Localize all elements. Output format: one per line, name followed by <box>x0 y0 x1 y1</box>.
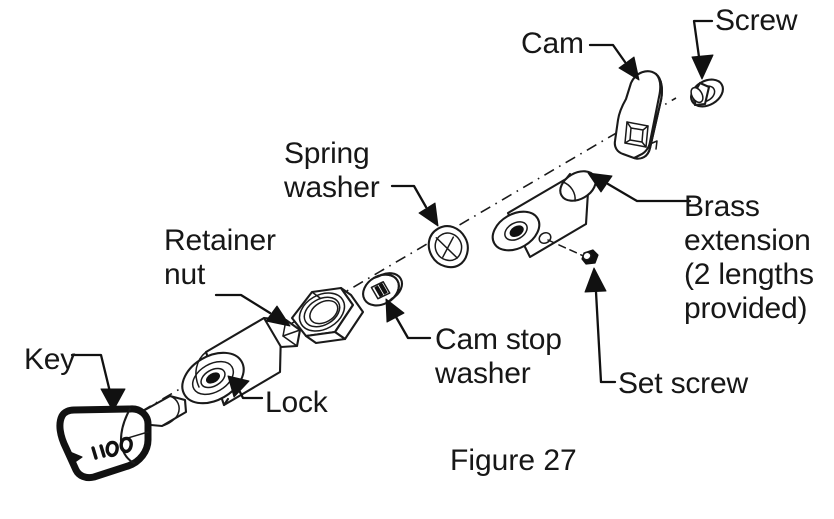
label-retainer-nut: Retainer nut <box>164 224 276 291</box>
label-lock: Lock <box>265 386 328 419</box>
leader-cam-stop-washer <box>385 298 432 340</box>
leader-retainer-nut <box>214 293 291 327</box>
leader-key <box>70 353 126 412</box>
leader-screw <box>691 19 714 80</box>
label-spring-washer: Spring washer <box>284 137 380 204</box>
cam-part <box>613 70 663 160</box>
brass-extension-part <box>491 170 597 259</box>
label-set-screw: Set screw <box>618 367 748 400</box>
retainer-nut-part <box>290 286 365 345</box>
cam-stop-washer-part <box>362 272 404 307</box>
spring-washer-part <box>427 225 469 269</box>
leader-brass-extension <box>587 172 692 203</box>
leader-cam <box>588 43 640 81</box>
lock-cylinder-part <box>181 316 302 407</box>
label-brass-extension: Brass extension (2 lengths provided) <box>684 190 814 325</box>
screw-part <box>690 78 724 108</box>
leader-lock <box>227 375 264 400</box>
label-cam-stop-washer: Cam stop washer <box>435 323 562 390</box>
key-marking <box>91 436 133 460</box>
figure-caption: Figure 27 <box>450 444 577 477</box>
set-screw-part <box>581 249 599 265</box>
leader-spring-washer <box>390 184 439 227</box>
leader-set-screw <box>584 267 617 384</box>
label-screw: Screw <box>715 4 798 37</box>
label-cam: Cam <box>521 27 584 60</box>
label-key: Key <box>24 343 76 376</box>
key-part <box>56 394 188 482</box>
